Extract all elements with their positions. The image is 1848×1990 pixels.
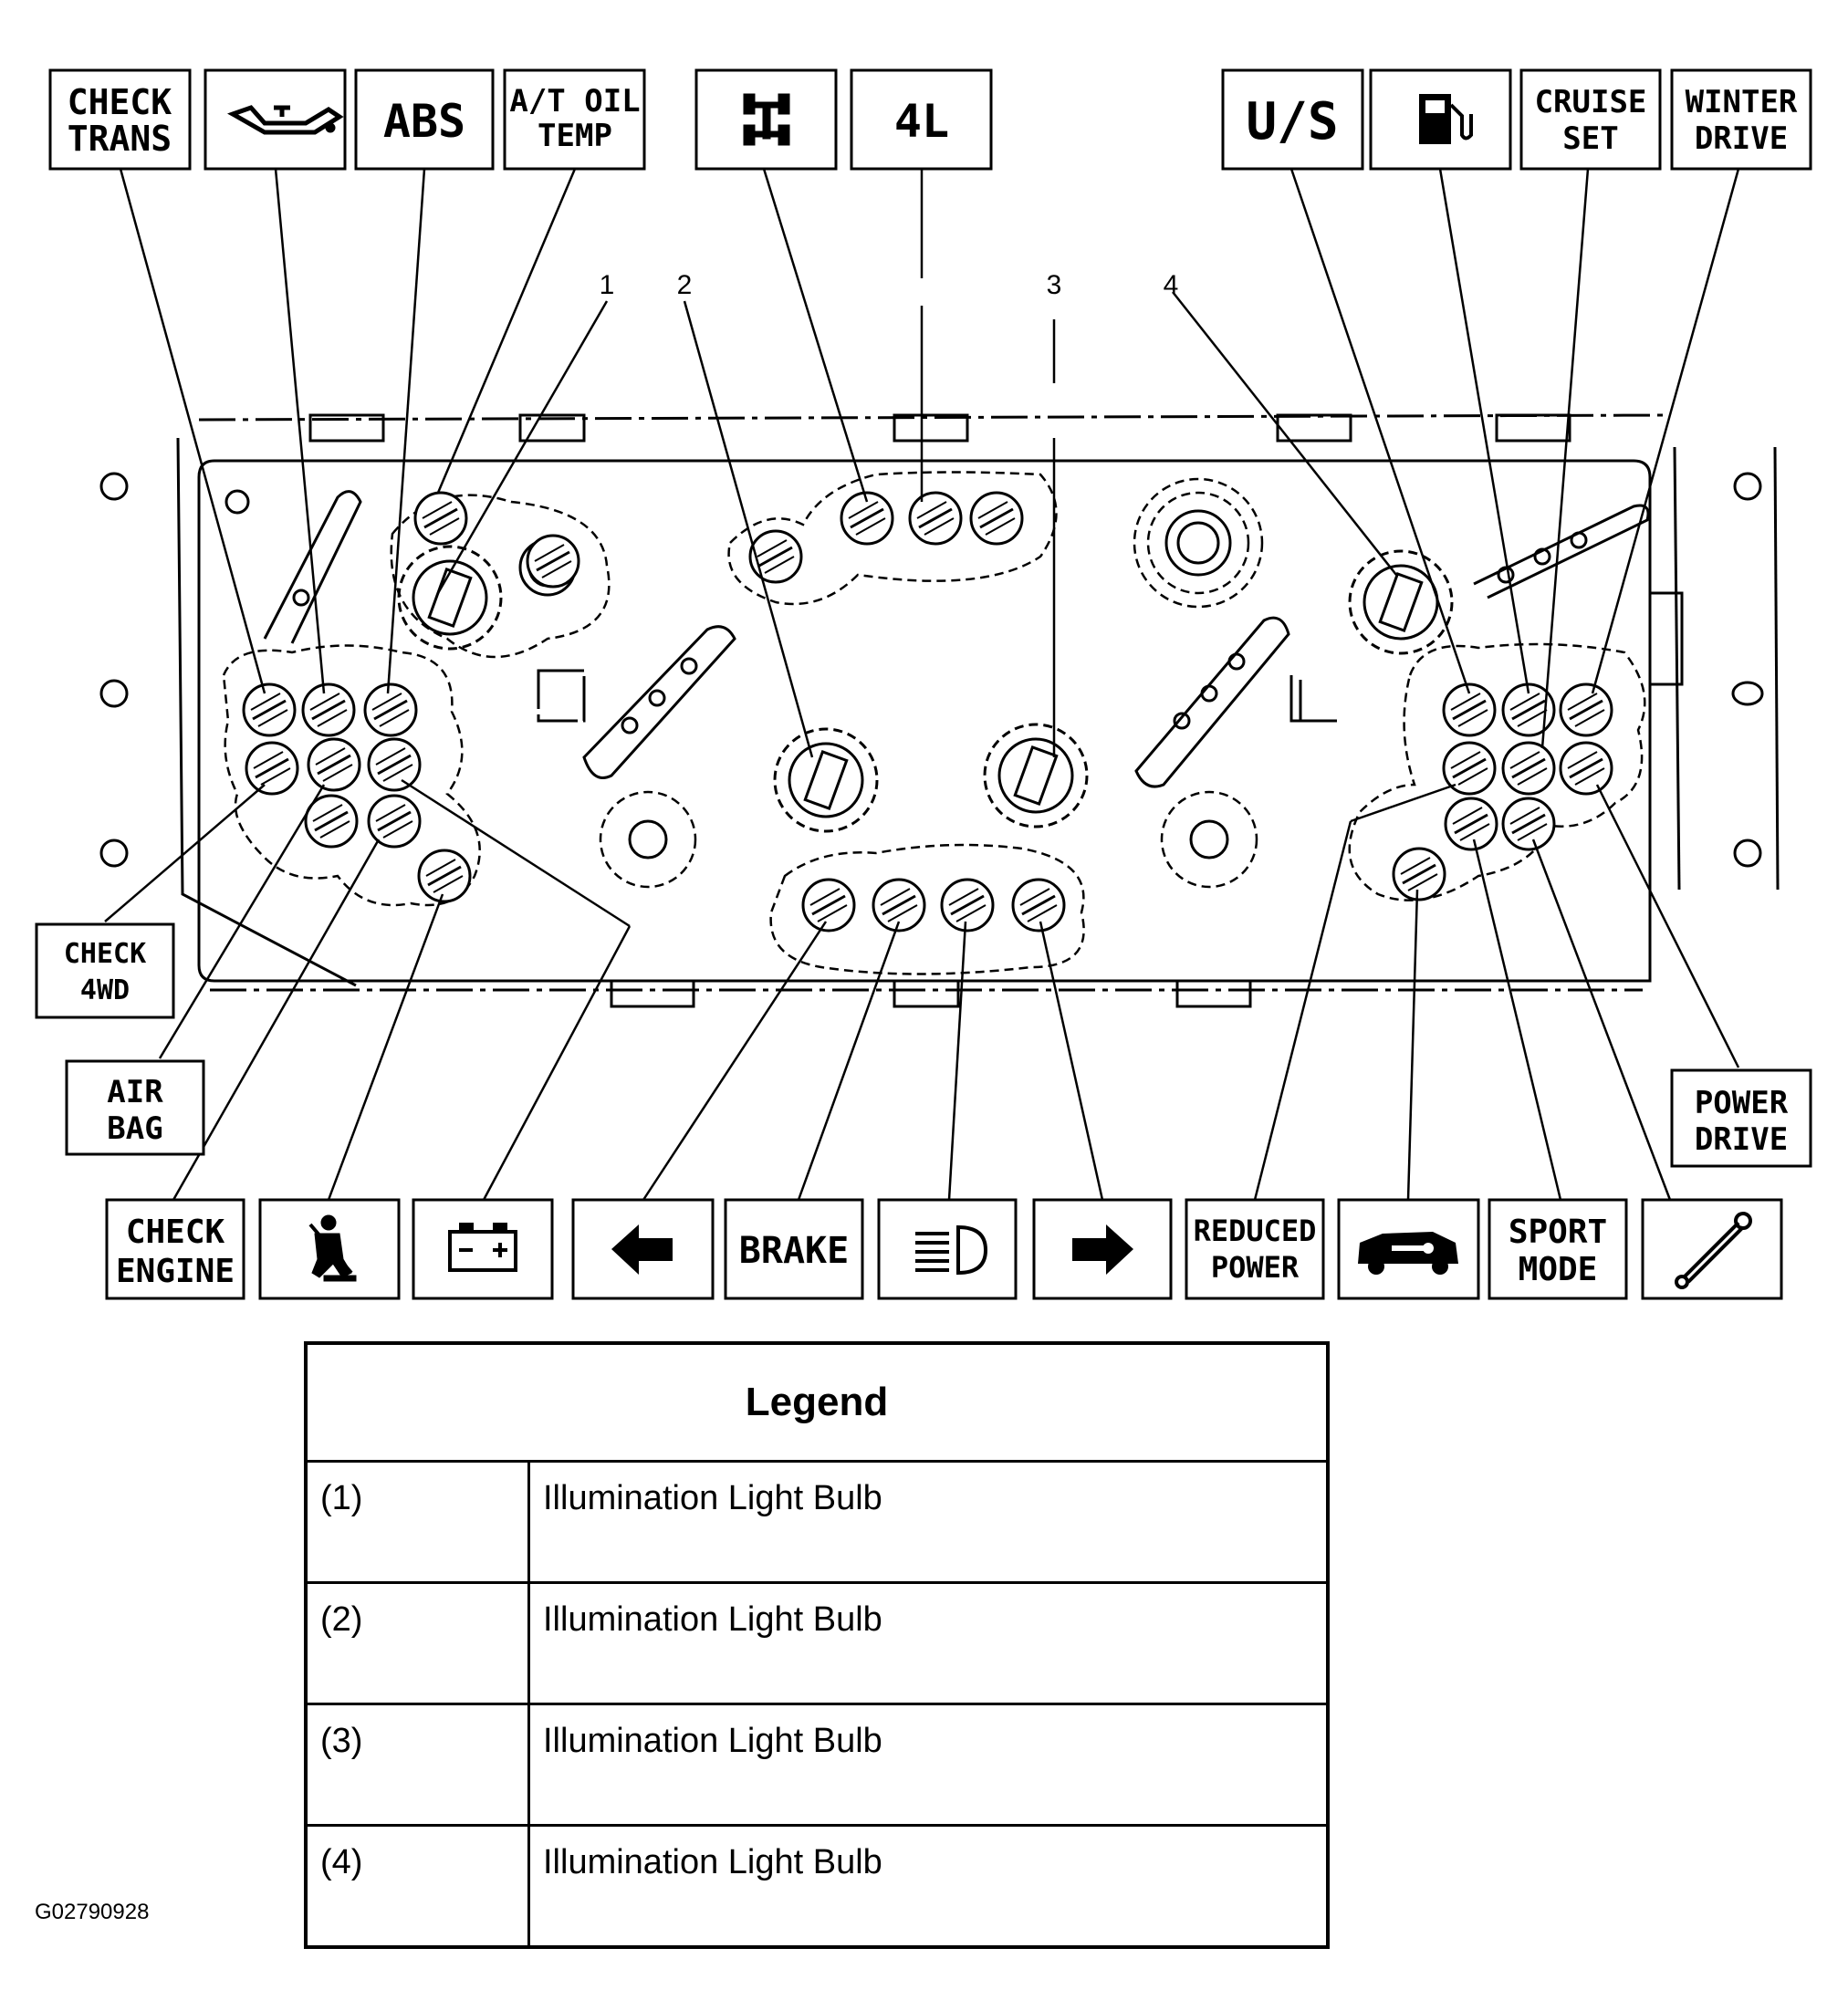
power-drive-line2: DRIVE [1695, 1121, 1788, 1158]
indicator-power-drive: POWER DRIVE [1695, 1085, 1789, 1158]
legend-row-description: Illumination Light Bulb [528, 1460, 1328, 1583]
indicator-4l: 4L [894, 95, 949, 148]
check-engine-line1: CHECK [126, 1214, 225, 1251]
legend-row-description: Illumination Light Bulb [528, 1581, 1328, 1704]
fuel-pump-icon [1419, 94, 1473, 144]
indicator-reduced-power: REDUCED POWER [1194, 1214, 1317, 1285]
legend-row-number: (3) [306, 1703, 530, 1826]
mounting-holes [224, 489, 1232, 860]
legend-row: (3) Illumination Light Bulb [306, 1703, 1328, 1826]
bulbs [242, 491, 1613, 932]
indicator-check-4wd: CHECK 4WD [64, 938, 146, 1006]
legend-row: (2) Illumination Light Bulb [306, 1581, 1328, 1704]
cruise-set-line2: SET [1562, 120, 1618, 157]
check-engine-line2: ENGINE [116, 1253, 235, 1290]
figure-id: G02790928 [35, 1900, 150, 1924]
legend-row-number: (1) [306, 1460, 530, 1583]
cruise-set-line1: CRUISE [1535, 84, 1647, 120]
power-drive-line1: POWER [1695, 1085, 1789, 1121]
high-beam-icon [915, 1224, 988, 1276]
check-4wd-line1: CHECK [64, 938, 146, 970]
callout-2: 2 [677, 270, 693, 300]
at-oil-temp-line2: TEMP [538, 118, 612, 154]
leader-lines [104, 168, 1740, 1201]
reduced-power-line2: POWER [1211, 1250, 1300, 1285]
brackets [263, 490, 1650, 788]
indicator-air-bag: AIR BAG [107, 1074, 163, 1147]
legend-row-description: Illumination Light Bulb [528, 1703, 1328, 1826]
side-indicator-boxes [35, 922, 1812, 1168]
wrench-icon [1675, 1212, 1752, 1289]
indicator-abs: ABS [383, 95, 465, 148]
indicator-at-oil-temp: A/T OIL TEMP [509, 83, 640, 154]
legend-header-row: Legend [306, 1343, 1328, 1463]
bottom-indicator-boxes [105, 1198, 1783, 1300]
battery-icon [448, 1223, 517, 1272]
sport-mode-line2: MODE [1519, 1251, 1598, 1288]
legend-row: (1) Illumination Light Bulb [306, 1460, 1328, 1583]
legend-row-number: (4) [306, 1824, 530, 1947]
winter-drive-line1: WINTER [1686, 84, 1798, 120]
callout-numbers: 1 2 3 4 [600, 270, 1179, 300]
legend-row: (4) Illumination Light Bulb [306, 1824, 1328, 1947]
callout-3: 3 [1047, 270, 1062, 300]
indicator-cruise-set: CRUISE SET [1535, 84, 1647, 157]
legend-title: Legend [306, 1343, 1328, 1463]
legend-row-description: Illumination Light Bulb [528, 1824, 1328, 1947]
4wd-icon [743, 93, 790, 146]
callout-4: 4 [1164, 270, 1179, 300]
indicator-brake: BRAKE [739, 1230, 849, 1272]
car-key-icon [1358, 1232, 1458, 1275]
legend-row-number: (2) [306, 1581, 530, 1704]
check-trans-line2: TRANS [68, 119, 172, 159]
air-bag-line2: BAG [107, 1110, 162, 1147]
indicator-winter-drive: WINTER DRIVE [1686, 84, 1798, 157]
indicator-check-engine: CHECK ENGINE [116, 1214, 235, 1290]
right-arrow-icon [1072, 1224, 1133, 1275]
reduced-power-line1: REDUCED [1194, 1214, 1317, 1248]
indicator-check-trans: CHECK TRANS [68, 82, 172, 159]
at-oil-temp-line1: A/T OIL [509, 83, 640, 120]
winter-drive-line2: DRIVE [1695, 120, 1788, 157]
top-indicator-boxes [48, 68, 1812, 171]
left-arrow-icon [611, 1224, 673, 1275]
sport-mode-line1: SPORT [1509, 1214, 1607, 1251]
air-bag-line1: AIR [107, 1074, 163, 1110]
check-4wd-line2: 4WD [80, 974, 130, 1006]
oil-can-icon [227, 105, 344, 135]
legend-table: Legend (1) Illumination Light Bulb (2) I… [304, 1341, 1330, 1949]
check-trans-line1: CHECK [68, 82, 172, 122]
callout-1: 1 [600, 270, 615, 300]
instrument-cluster-diagram: 1 2 3 4 CHECK TRANS ABS A/T OIL TEMP [35, 68, 1812, 1300]
indicator-sport-mode: SPORT MODE [1509, 1214, 1607, 1288]
seatbelt-icon [308, 1214, 357, 1282]
indicator-us: U/S [1246, 92, 1338, 151]
